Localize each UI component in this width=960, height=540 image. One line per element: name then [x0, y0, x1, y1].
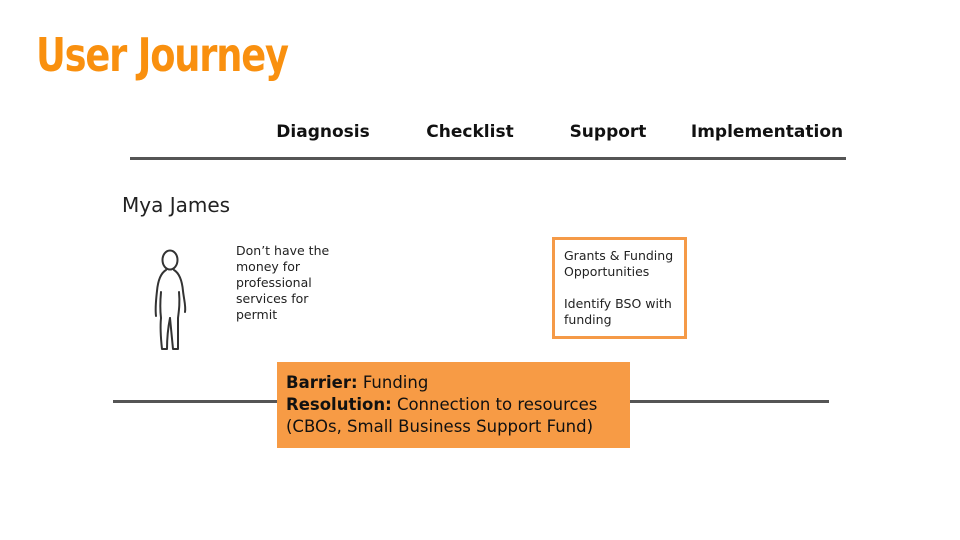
barrier-line: Barrier: Funding	[286, 372, 622, 394]
person-icon	[154, 249, 187, 350]
resolution-value: Connection to resources	[396, 395, 598, 414]
barrier-label: Barrier:	[286, 373, 358, 392]
resolution-detail: (CBOs, Small Business Support Fund)	[286, 417, 594, 436]
persona-name: Mya James	[122, 193, 231, 217]
stage-checklist: Checklist	[426, 122, 514, 142]
pain-point-text: Don’t have the money for professional se…	[236, 243, 330, 322]
stage-support: Support	[569, 122, 647, 142]
support-item: Grants & Funding Opportunities	[564, 248, 674, 279]
slide-title: User Journey	[36, 28, 289, 82]
stage-diagnosis: Diagnosis	[276, 122, 370, 142]
stage-implementation: Implementation	[690, 122, 844, 142]
support-item: Identify BSO with funding	[564, 296, 672, 327]
resolution-line: Resolution: Connection to resources	[286, 394, 622, 416]
barrier-value: Funding	[362, 373, 429, 392]
resolution-label: Resolution:	[286, 395, 392, 414]
support-resources-box: Grants & Funding Opportunities Identify …	[552, 237, 687, 339]
stage-header-rule	[130, 157, 846, 160]
barrier-resolution-callout: Barrier: Funding Resolution: Connection …	[277, 362, 630, 448]
